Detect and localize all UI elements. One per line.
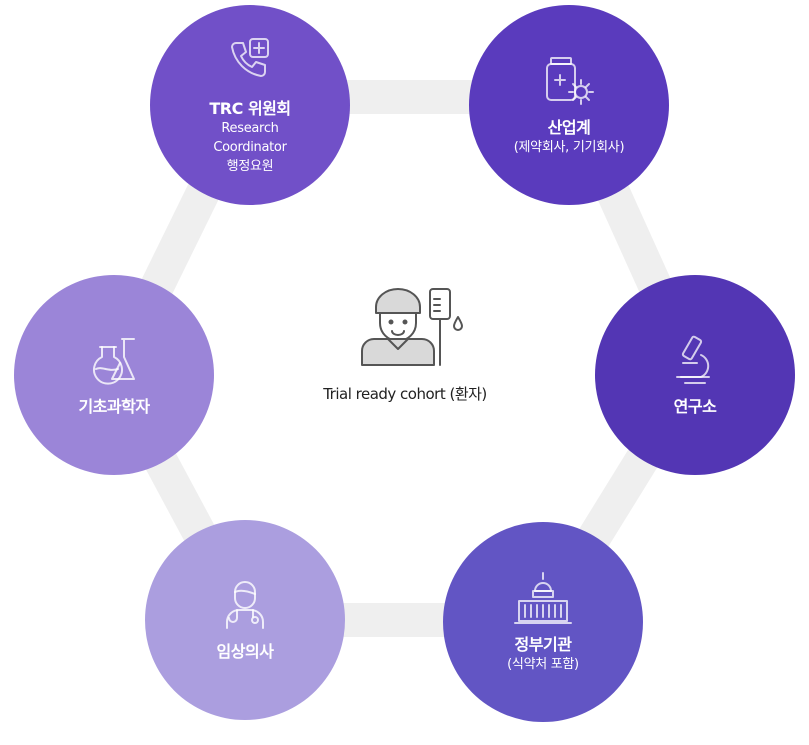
- node-subtitle-line: 행정요원: [226, 158, 274, 174]
- node-title: 기초과학자: [78, 397, 150, 416]
- center-label: Trial ready cohort (환자): [323, 385, 487, 403]
- microscope-icon: [676, 335, 710, 384]
- node-clinician: 임상의사: [145, 520, 345, 720]
- government-building-icon: [514, 571, 572, 624]
- doctor-icon: [226, 581, 264, 629]
- node-basic-scientist: 기초과학자: [14, 275, 214, 475]
- node-title: 연구소: [673, 397, 717, 416]
- node-title: 정부기관: [514, 634, 572, 654]
- node-subtitle-line: (제약회사, 기기회사): [513, 139, 625, 155]
- node-title: 임상의사: [216, 642, 274, 661]
- flask-icon: [93, 338, 135, 385]
- node-research-institute: 연구소: [595, 275, 795, 475]
- medicine-gear-icon: [546, 56, 594, 105]
- node-government-agency: 정부기관 (식약처 포함): [443, 522, 643, 722]
- node-title: TRC 위원회: [209, 98, 291, 118]
- patient-iv-icon: [361, 288, 463, 366]
- node-industry: 산업계 (제약회사, 기기회사): [469, 5, 669, 205]
- node-title: 산업계: [547, 117, 591, 137]
- phone-medical-icon: [231, 37, 269, 77]
- node-subtitle-line: Research: [221, 120, 279, 136]
- node-subtitle-line: (식약처 포함): [507, 656, 579, 672]
- node-trc-committee: TRC 위원회 Research Coordinator 행정요원: [150, 5, 350, 205]
- node-subtitle-line: Coordinator: [213, 139, 287, 155]
